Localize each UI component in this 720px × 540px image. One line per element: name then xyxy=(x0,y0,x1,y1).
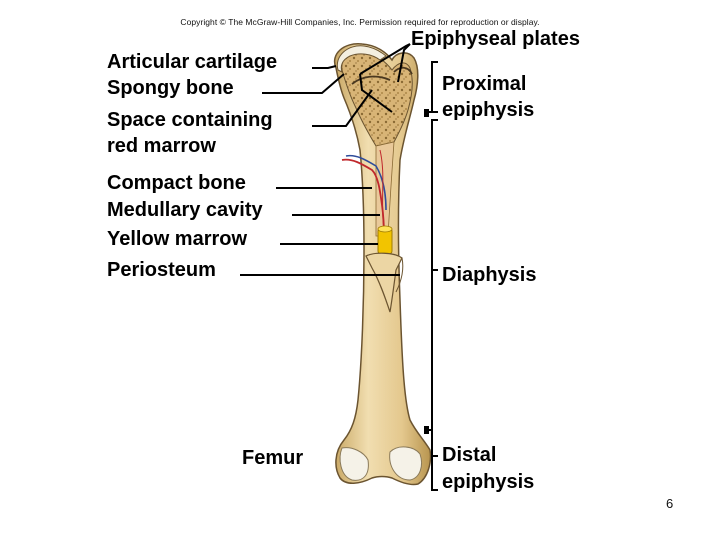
leader-red-marrow xyxy=(312,89,373,127)
artery xyxy=(341,158,385,237)
label-medullary-cavity: Medullary cavity xyxy=(107,199,263,221)
leader-articular-cartilage xyxy=(312,65,337,69)
label-distal-epiphysis-line1: Distal xyxy=(442,444,497,466)
label-femur: Femur xyxy=(242,447,304,469)
label-yellow-marrow: Yellow marrow xyxy=(107,228,248,250)
label-space-red-marrow-line2: red marrow xyxy=(107,135,216,157)
bracket-diaphysis xyxy=(428,119,438,431)
label-space-red-marrow-line1: Space containing xyxy=(107,109,273,131)
bracket-distal-epiphysis xyxy=(428,429,438,491)
label-spongy-bone: Spongy bone xyxy=(107,77,234,99)
distal-condyle-right xyxy=(389,446,423,481)
periosteum-flap xyxy=(365,252,403,313)
distal-condyle-left xyxy=(339,447,369,481)
label-proximal-epiphysis-line1: Proximal xyxy=(442,73,527,95)
leader-spongy-bone xyxy=(262,73,345,94)
page-number: 6 xyxy=(666,496,674,511)
label-periosteum: Periosteum xyxy=(107,259,216,281)
label-diaphysis: Diaphysis xyxy=(442,264,537,286)
copyright-notice: Copyright © The McGraw-Hill Companies, I… xyxy=(180,17,540,27)
label-epiphyseal-plates: Epiphyseal plates xyxy=(411,28,580,50)
label-compact-bone: Compact bone xyxy=(107,172,246,194)
articular-cartilage-cap xyxy=(336,45,387,73)
label-articular-cartilage: Articular cartilage xyxy=(107,51,278,73)
vein xyxy=(345,154,387,211)
leader-epiphyseal-mid xyxy=(359,73,393,113)
bracket-proximal-epiphysis xyxy=(431,61,438,113)
label-proximal-epiphysis-line2: epiphysis xyxy=(442,99,535,121)
epiphyseal-plate-line-2 xyxy=(393,66,413,75)
label-distal-epiphysis-line2: epiphysis xyxy=(442,471,535,493)
epiphyseal-plate-line xyxy=(351,75,391,85)
leader-epiphyseal-right xyxy=(397,43,411,83)
